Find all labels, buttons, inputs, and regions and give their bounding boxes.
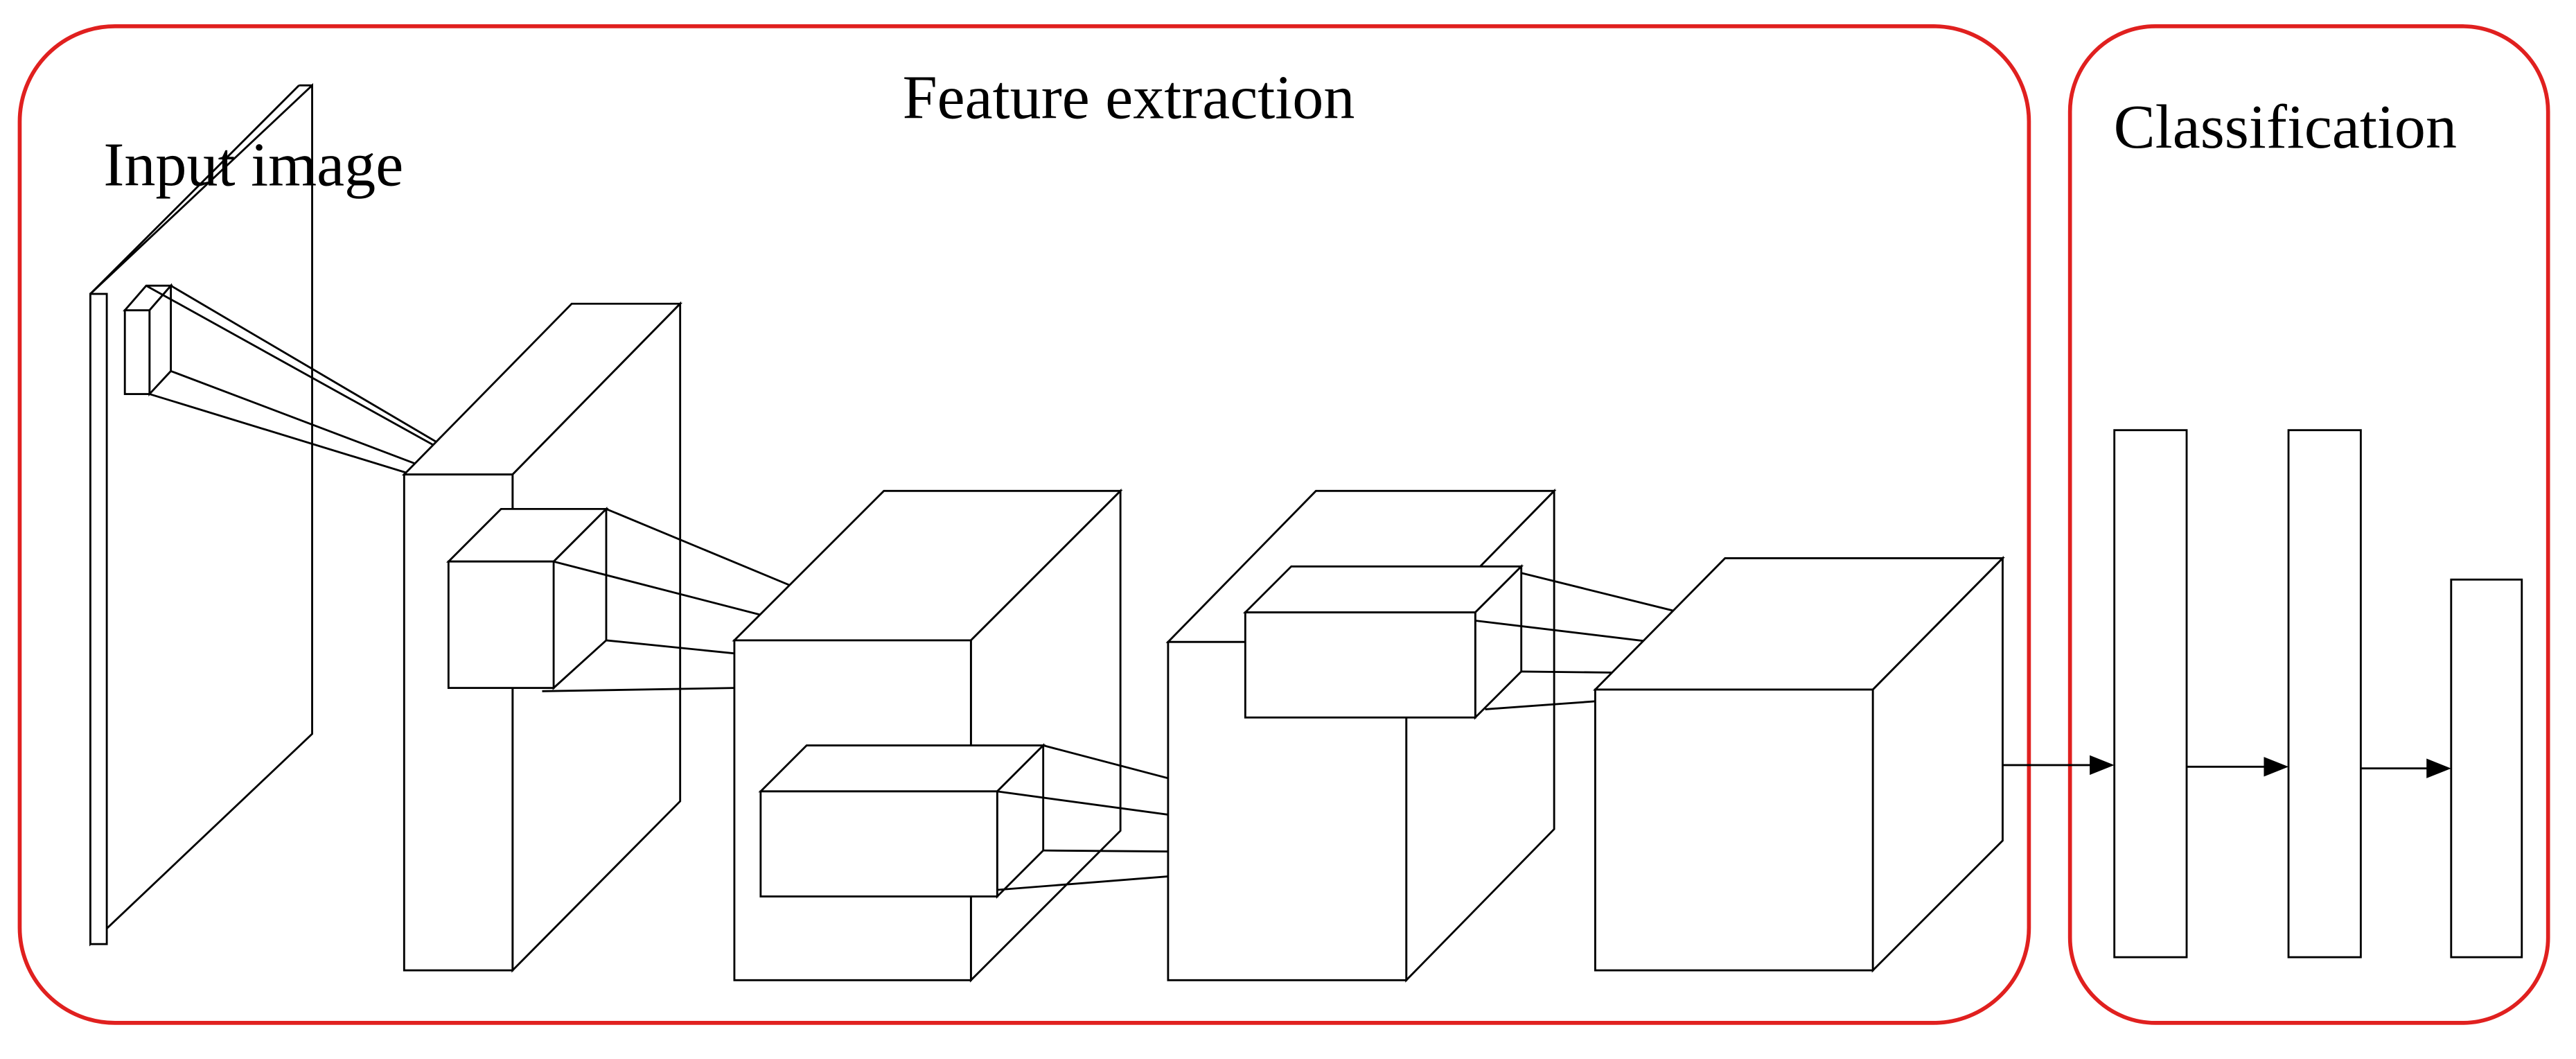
output-layer xyxy=(2450,578,2523,959)
kernel-box-2 xyxy=(758,743,1046,899)
input-kernel-box xyxy=(123,283,173,397)
input-image-label: Input image xyxy=(103,131,403,200)
fc-layer-2 xyxy=(2287,429,2362,959)
feature-map-3 xyxy=(1165,488,1557,983)
feature-extraction-title: Feature extraction xyxy=(903,64,1355,132)
arrow-to-output xyxy=(2361,758,2451,778)
feature-map-2 xyxy=(732,488,1123,983)
arrow-to-fc-2 xyxy=(2187,757,2289,777)
feature-map-4 xyxy=(1593,555,2005,973)
classification-title: Classification xyxy=(2114,93,2457,161)
fc-layer-1 xyxy=(2113,429,2188,959)
arrow-to-fc-1 xyxy=(2002,755,2115,776)
kernel-box-3 xyxy=(1242,563,1524,720)
classification-region xyxy=(2067,24,2550,1025)
input-image-plane xyxy=(89,82,313,947)
feature-extraction-region xyxy=(17,24,2031,1025)
